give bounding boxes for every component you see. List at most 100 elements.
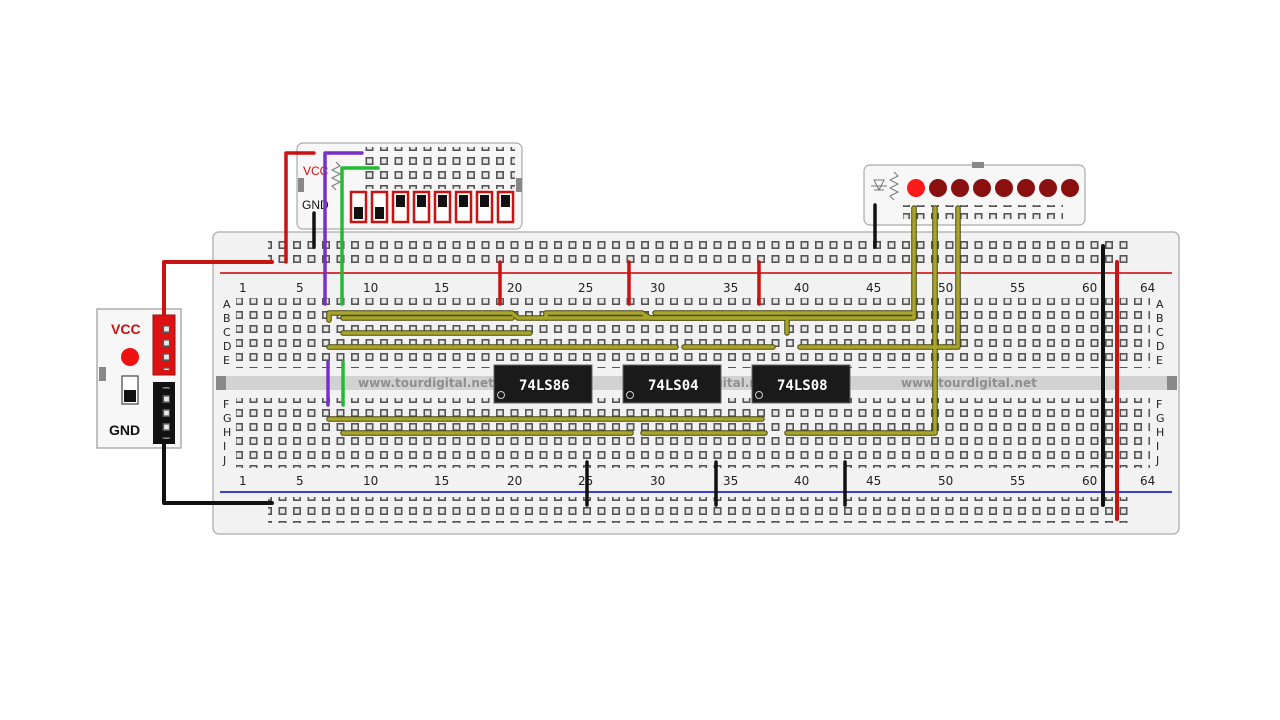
row-labels-right: A B C D E F G H I J [1155, 298, 1165, 467]
col-label: 1 [239, 474, 247, 488]
dip-switch-1[interactable] [349, 190, 368, 224]
row-label: F [1156, 398, 1162, 411]
row-label: E [1156, 354, 1163, 367]
chip-74ls08[interactable]: 74LS08 [751, 364, 851, 404]
switch-module-holes [365, 147, 515, 189]
col-label: 45 [866, 281, 881, 295]
col-label: 15 [434, 474, 449, 488]
channel-clip-left [216, 376, 226, 390]
switch-gnd-label: GND [302, 198, 329, 212]
led-8 [1061, 179, 1079, 197]
power-vcc-label: VCC [111, 321, 141, 337]
power-gnd-label: GND [109, 422, 140, 438]
col-label: 55 [1010, 281, 1025, 295]
led-4 [973, 179, 991, 197]
row-label: C [1156, 326, 1164, 339]
dip-switch-7[interactable] [475, 190, 494, 224]
col-label: 5 [296, 281, 304, 295]
signal-wire-led2[interactable] [785, 206, 937, 435]
watermark-left: www.tourdigital.net [358, 376, 494, 390]
dip-switch-module: VCC GND [296, 142, 523, 230]
row-label: B [223, 312, 231, 325]
col-label: 60 [1082, 474, 1097, 488]
row-label: D [223, 340, 231, 353]
row-label: H [1156, 426, 1164, 439]
row-label: I [1156, 440, 1159, 453]
row-label: J [1155, 454, 1159, 467]
dip-switch-4[interactable] [412, 190, 431, 224]
row-label: I [223, 440, 226, 453]
col-label: 20 [507, 281, 522, 295]
col-label: 64 [1140, 281, 1155, 295]
col-label: 30 [650, 281, 665, 295]
col-label: 35 [723, 281, 738, 295]
channel-clip-right [1167, 376, 1177, 390]
led-3 [951, 179, 969, 197]
chip-label: 74LS86 [519, 378, 570, 394]
led-resistor-icon [888, 171, 900, 201]
chip-label: 74LS08 [777, 378, 828, 394]
row-label: H [223, 426, 231, 439]
led-2 [929, 179, 947, 197]
col-label: 40 [794, 474, 809, 488]
row-label: D [1156, 340, 1164, 353]
col-label: 10 [363, 281, 378, 295]
power-indicator-led [121, 348, 139, 366]
col-label: 35 [723, 474, 738, 488]
led-7 [1039, 179, 1057, 197]
col-label: 10 [363, 474, 378, 488]
col-label: 40 [794, 281, 809, 295]
watermark-right: www.tourdigital.net [901, 376, 1037, 390]
power-switch-knob [124, 390, 136, 402]
chip-label: 74LS04 [648, 378, 699, 394]
input-wire-b[interactable] [340, 166, 380, 306]
vcc-wire-power-module[interactable] [162, 260, 274, 317]
signal-wire-chip-link[interactable] [544, 311, 789, 335]
row-label: A [223, 298, 231, 311]
power-module: VCC GND [96, 308, 182, 449]
chip-74ls86[interactable]: 74LS86 [493, 364, 593, 404]
row-label: J [222, 454, 226, 467]
pullup-resistor-icon [330, 161, 342, 191]
row-label: F [223, 398, 229, 411]
input-wire-a[interactable] [323, 151, 364, 306]
led-1 [907, 179, 925, 197]
switch-vcc-label: VCC [303, 164, 329, 178]
led-5 [995, 179, 1013, 197]
col-label: 5 [296, 474, 304, 488]
signal-wire-led3[interactable] [798, 206, 960, 349]
column-numbers-top: 1 5 10 15 20 25 30 35 40 45 50 55 60 64 [239, 281, 1155, 295]
row-label: G [1156, 412, 1165, 425]
bottom-power-rail-holes [268, 497, 1128, 523]
column-numbers-bottom: 1 5 10 15 20 25 30 35 40 45 50 55 60 64 [239, 474, 1155, 488]
dip-switch-2[interactable] [370, 190, 389, 224]
col-label: 45 [866, 474, 881, 488]
row-label: E [223, 354, 230, 367]
col-label: 1 [239, 281, 247, 295]
vcc-wire-switch-module[interactable] [284, 151, 316, 264]
power-module-clip [99, 367, 106, 381]
col-label: 20 [507, 474, 522, 488]
col-label: 25 [578, 281, 593, 295]
row-label: C [223, 326, 231, 339]
row-labels-left: A B C D E F G H I J [222, 298, 232, 467]
dip-switch-8[interactable] [496, 190, 515, 224]
top-power-rail-holes [268, 240, 1128, 266]
diode-icon [871, 179, 887, 192]
row-label: B [1156, 312, 1164, 325]
col-label: 64 [1140, 474, 1155, 488]
dip-switch-6[interactable] [454, 190, 473, 224]
col-label: 30 [650, 474, 665, 488]
col-label: 50 [938, 474, 953, 488]
gnd-wire-power-module[interactable] [162, 442, 274, 505]
col-label: 50 [938, 281, 953, 295]
dip-switch-5[interactable] [433, 190, 452, 224]
col-label: 60 [1082, 281, 1097, 295]
chip-74ls04[interactable]: 74LS04 [622, 364, 722, 404]
dip-switches [349, 190, 515, 224]
dip-switch-3[interactable] [391, 190, 410, 224]
wires [162, 151, 1119, 521]
signal-wire-out1[interactable] [327, 206, 916, 322]
led-module-holes [903, 205, 1063, 219]
